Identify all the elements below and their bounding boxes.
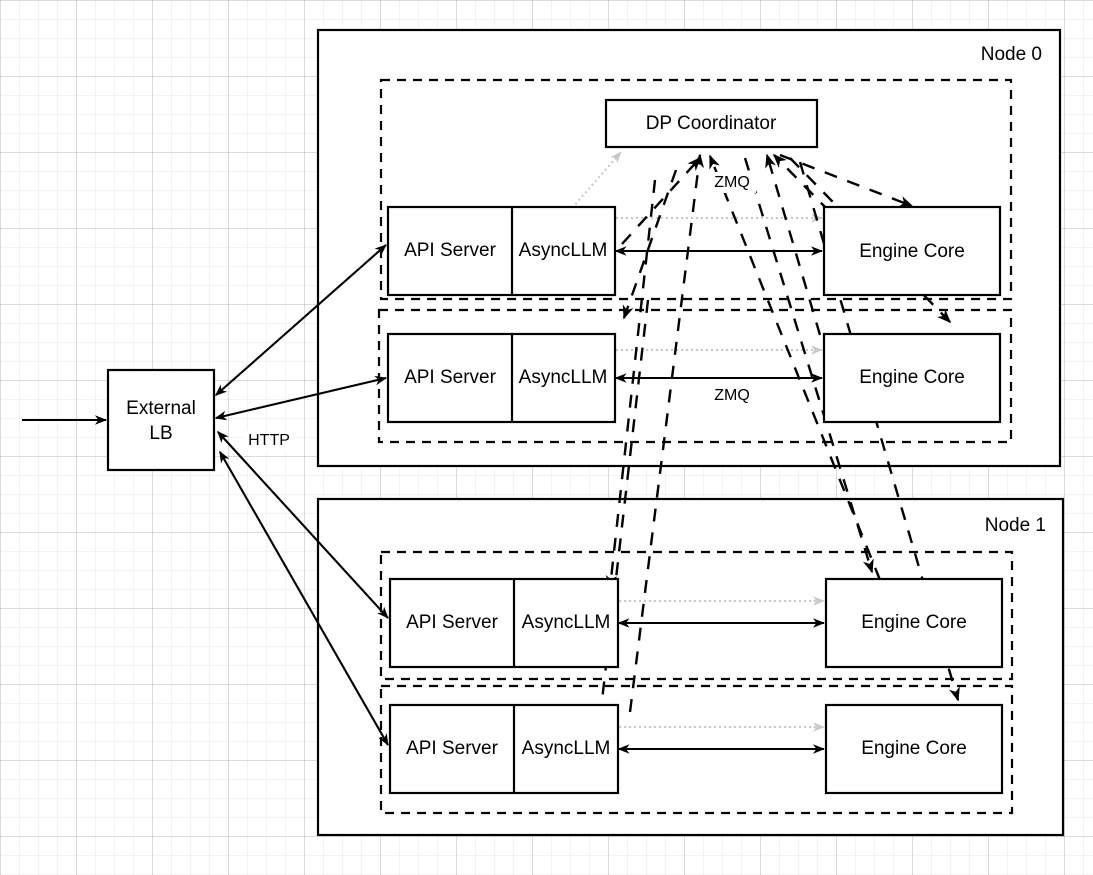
dp-coordinator-label: DP Coordinator <box>646 113 777 134</box>
node-1-title: Node 1 <box>985 515 1046 536</box>
edge-lb-to-n0r1-api <box>214 375 387 421</box>
dashed-edge-coord-to-n1r0-async <box>605 179 657 590</box>
n1r0-api-async-box[interactable]: API Server AsyncLLM <box>388 577 620 669</box>
http-label: HTTP <box>248 432 290 449</box>
external-lb-label-line2: LB <box>149 423 172 444</box>
n0r0-api-server-label: API Server <box>404 240 497 261</box>
n0r1-engine-core-box[interactable]: Engine Core <box>822 332 1002 424</box>
edge-lb-to-n1r1-api <box>219 450 389 746</box>
n1r1-async-llm-label: AsyncLLM <box>522 738 611 759</box>
zmq-middle-label: ZMQ <box>714 387 750 404</box>
n0r0-engine-core-box[interactable]: Engine Core <box>822 205 1002 297</box>
n1r0-async-llm-label: AsyncLLM <box>522 612 611 633</box>
http-label-group: HTTP <box>244 430 294 451</box>
node-0-title: Node 0 <box>981 44 1042 65</box>
dashed-edge-coord-to-n0r1-async <box>622 169 678 320</box>
edge-lb-to-n0r0-api <box>214 244 387 396</box>
dashed-edge-n0r1-core-to-coord <box>765 153 822 336</box>
zmq-middle-label-group: ZMQ <box>708 386 756 407</box>
node-1-rank-1-group <box>379 684 1014 815</box>
external-lb-label-line1: External <box>126 398 196 419</box>
n0r1-engine-core-label: Engine Core <box>859 367 965 388</box>
n1r1-engine-core-box[interactable]: Engine Core <box>824 703 1004 795</box>
dp-coordinator-box[interactable]: DP Coordinator <box>604 98 819 149</box>
n0r0-api-async-box[interactable]: API Server AsyncLLM <box>386 205 617 297</box>
n0r0-async-llm-label: AsyncLLM <box>519 240 608 261</box>
n1r0-engine-core-box[interactable]: Engine Core <box>824 577 1004 669</box>
zmq-top-label-group: ZMQ <box>708 172 756 193</box>
n1r1-api-server-label: API Server <box>406 738 499 759</box>
n1r0-engine-core-label: Engine Core <box>861 612 967 633</box>
dashed-edge-n0r0-async-to-coord <box>621 156 702 245</box>
dashed-edge-coord-to-n1r0-core <box>743 157 874 574</box>
external-lb-box[interactable]: External LB <box>106 368 216 472</box>
n1r1-api-async-box[interactable]: API Server AsyncLLM <box>388 703 620 795</box>
n1r1-engine-core-label: Engine Core <box>861 738 967 759</box>
n0r1-api-async-box[interactable]: API Server AsyncLLM <box>386 332 617 424</box>
zmq-top-label: ZMQ <box>714 174 750 191</box>
node-0-rank-0-group <box>379 78 1013 301</box>
node-1-rank-0-group <box>379 550 1014 681</box>
n0r1-async-llm-label: AsyncLLM <box>519 367 608 388</box>
n0r1-api-server-label: API Server <box>404 367 497 388</box>
n1r0-api-server-label: API Server <box>406 612 499 633</box>
n0r0-engine-core-label: Engine Core <box>859 241 965 262</box>
